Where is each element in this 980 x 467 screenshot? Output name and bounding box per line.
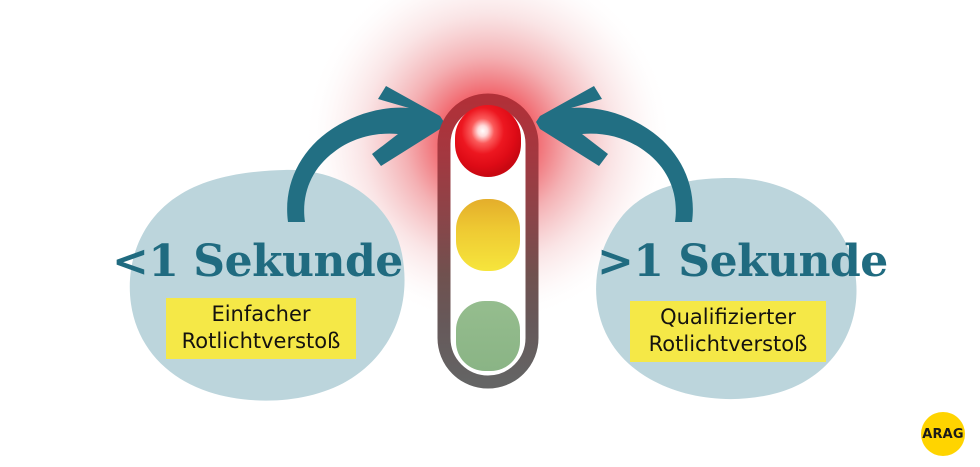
label-left-line-2: Rotlichtverstoß xyxy=(181,329,341,353)
label-einfacher-rotlichtverstoss: Einfacher Rotlichtverstoß xyxy=(166,298,356,359)
heading-less-than-one-second: <1 Sekunde xyxy=(112,236,403,287)
red-lamp xyxy=(455,105,521,177)
label-qualifizierter-rotlichtverstoss: Qualifizierter Rotlichtverstoß xyxy=(630,301,826,362)
heading-greater-than-one-second: >1 Sekunde xyxy=(597,236,888,287)
curved-arrow-left-pointing xyxy=(536,86,693,222)
curved-arrow-right-pointing xyxy=(287,86,444,222)
label-left-line-1: Einfacher xyxy=(211,302,311,326)
label-right-line-2: Rotlichtverstoß xyxy=(648,332,808,356)
organic-blob-right xyxy=(596,178,857,400)
yellow-lamp xyxy=(456,199,520,271)
arag-logo-text: ARAG xyxy=(922,426,964,442)
arag-logo: ARAG xyxy=(921,412,965,456)
green-lamp xyxy=(456,301,520,371)
label-right-line-1: Qualifizierter xyxy=(660,305,796,329)
